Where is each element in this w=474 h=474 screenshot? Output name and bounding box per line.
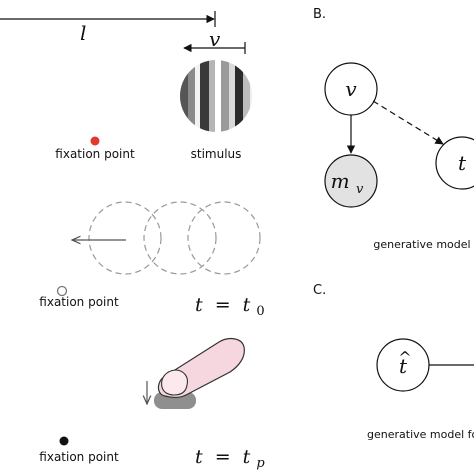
graph-node-that: t ^ xyxy=(376,338,430,392)
node-mv-label: m v xyxy=(331,169,364,197)
fixation-label-2: fixation point xyxy=(39,295,119,309)
fixation-label-3: fixation point xyxy=(39,450,119,464)
velocity-indicator: v xyxy=(183,27,246,54)
moving-stimulus-trace xyxy=(72,201,261,275)
fixation-point-red xyxy=(90,136,100,146)
time-eq-base-3: t xyxy=(243,446,251,468)
trace-circle-1 xyxy=(88,201,162,275)
fixation-point-open xyxy=(56,285,68,297)
edge-v-to-t xyxy=(372,100,444,145)
time-eq-op: = xyxy=(215,294,231,316)
trace-circle-2 xyxy=(143,201,217,275)
panel-c-caption: generative model for xyxy=(367,428,474,441)
node-that-hat: ^ xyxy=(398,348,411,367)
panel-b-caption: generative model xyxy=(373,238,470,251)
grating-stimulus xyxy=(180,60,252,132)
trace-circle-3 xyxy=(187,201,261,275)
node-mv-base: m xyxy=(331,169,350,193)
time-eq-lhs-3: t xyxy=(195,446,203,468)
time-eq-op-3: = xyxy=(215,446,231,468)
node-t-label: t xyxy=(458,151,467,175)
stimulus-label: stimulus xyxy=(191,147,242,161)
graph-node-v: v xyxy=(324,62,378,116)
distance-indicator: l xyxy=(0,11,216,45)
panel-c-label: C. xyxy=(313,283,326,298)
time-eq-lhs: t xyxy=(195,294,203,316)
time-equation-t0: t = t 0 xyxy=(195,294,265,319)
graph-node-mv: m v xyxy=(324,154,378,208)
finger-icon xyxy=(157,337,245,398)
time-eq-sub: 0 xyxy=(256,304,264,319)
velocity-symbol: v xyxy=(209,27,221,51)
panel-b-label: B. xyxy=(313,7,326,22)
graph-node-t: t xyxy=(435,136,474,190)
node-that-label: t xyxy=(399,354,408,378)
time-equation-tp: t = t p xyxy=(195,446,265,471)
fixation-label-1: fixation point xyxy=(55,147,135,161)
distance-symbol: l xyxy=(80,21,86,45)
time-eq-base: t xyxy=(243,294,251,316)
node-v-label: v xyxy=(345,77,357,101)
node-mv-sub: v xyxy=(356,182,364,197)
time-eq-sub-3: p xyxy=(256,456,265,471)
fixation-point-black xyxy=(59,436,69,446)
